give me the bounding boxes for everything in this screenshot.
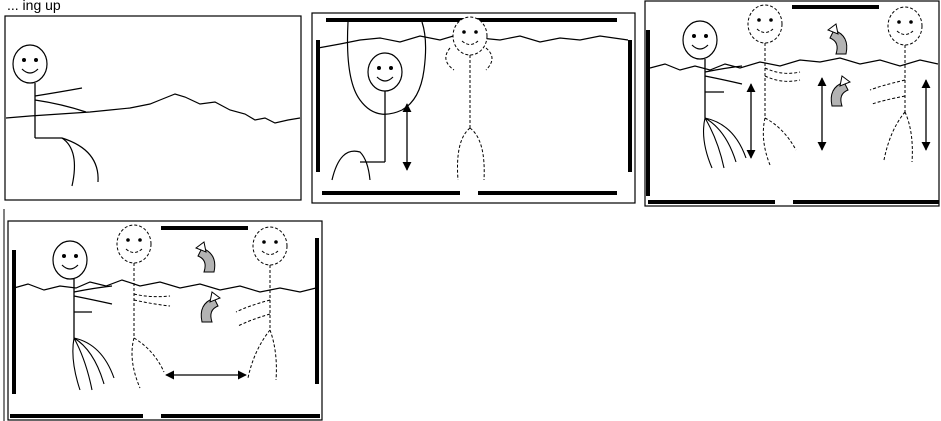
ghost-figure-left: [117, 225, 170, 388]
stick-figure: [683, 21, 746, 168]
ghost-figure: [446, 17, 492, 180]
water-line: [6, 94, 300, 123]
water-line: [14, 280, 316, 292]
rotation-arrow-icon: [831, 76, 850, 106]
ghost-figure-right: [236, 227, 287, 380]
panel-2: [312, 13, 635, 203]
rotation-arrow-icon: [201, 292, 220, 322]
stick-figure: [53, 241, 114, 390]
panel-4: [4, 209, 322, 421]
rotation-arrow-icon: [828, 24, 847, 54]
rotation-arrow-icon: [196, 242, 215, 272]
ghost-figure-left: [748, 5, 800, 165]
panel-1: [5, 16, 301, 200]
panel-3: [645, 1, 939, 206]
ghost-figure-right: [870, 7, 922, 162]
stick-figure: [13, 45, 98, 186]
sinking-figure: [332, 53, 402, 180]
water-line: [650, 58, 938, 70]
